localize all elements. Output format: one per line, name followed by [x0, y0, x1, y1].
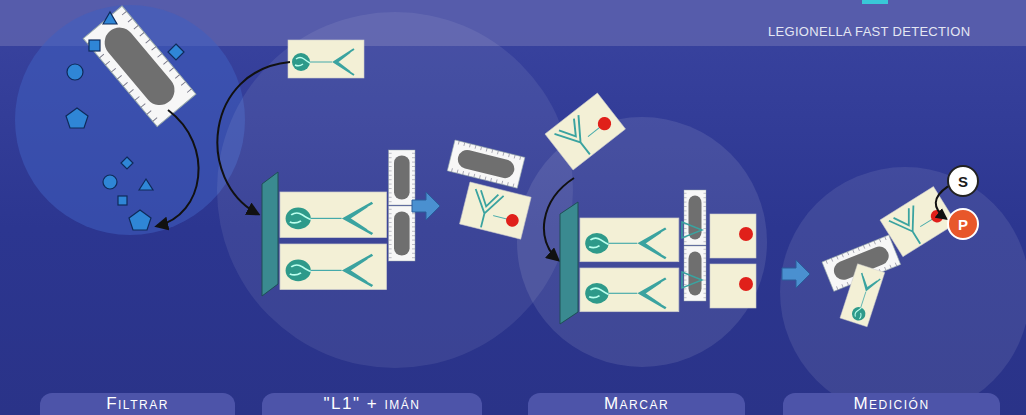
label-stage-part [682, 222, 702, 288]
stage-circles-part [780, 167, 1026, 415]
measure-stage-part [880, 187, 956, 257]
filter-stage-part-part [67, 64, 83, 80]
label-stage-part [710, 214, 756, 258]
filter-stage-part-part [118, 196, 127, 205]
step-label: Marcar [528, 393, 745, 415]
filter-stage [66, 6, 199, 230]
reaction-arrow [936, 186, 948, 218]
capture-stage-part [280, 192, 386, 238]
filter-stage-part-part [129, 210, 151, 230]
capture-stage-part [460, 182, 532, 239]
capture-stage-part [217, 62, 290, 214]
substrate-circle: S [947, 165, 979, 197]
label-stage-part [580, 268, 679, 312]
stage-circles-part [15, 5, 245, 235]
stage-circles-part [217, 12, 573, 368]
label-stage-part [580, 218, 679, 262]
step-label: Filtrar [40, 393, 235, 415]
filter-stage-part-part [103, 12, 117, 24]
node-text: P [958, 216, 968, 233]
filter-stage-part-part [103, 175, 117, 189]
filter-stage-part-part [139, 179, 153, 190]
label-stage-part [739, 277, 753, 291]
filter-stage-part-part [89, 40, 100, 51]
capture-stage-part [389, 150, 415, 205]
stage-circles [15, 5, 1026, 415]
filter-stage-part [66, 12, 184, 230]
label-stage-part [684, 190, 706, 245]
label-stage [544, 93, 810, 324]
filter-stage-part [83, 6, 196, 127]
step-label: "L1" + imán [262, 393, 482, 415]
step-label: Medición [783, 393, 1000, 415]
capture-stage-part [412, 192, 440, 220]
node-text: Medición [853, 394, 929, 414]
capture-stage-part [262, 172, 278, 296]
capture-stage-part [288, 40, 364, 78]
filter-stage-part-part [121, 157, 133, 169]
label-stage-part [739, 227, 753, 241]
node-text: Marcar [604, 394, 669, 414]
node-text: "L1" + imán [324, 394, 421, 414]
filter-stage-part-part [168, 44, 184, 60]
node-text: S [958, 173, 968, 190]
product-circle: P [947, 208, 979, 240]
logo-fragment [862, 0, 888, 4]
measure-stage-part [840, 264, 885, 327]
measure-stage [822, 187, 956, 327]
label-stage-part [545, 93, 625, 170]
filter-stage-part-part [66, 108, 88, 128]
capture-stage [217, 40, 531, 296]
capture-stage-part [447, 140, 525, 188]
label-stage-part [782, 260, 810, 288]
brand-label: LEGIONELLA FAST DETECTION [768, 24, 970, 39]
label-stage-part [710, 264, 756, 308]
capture-stage-part [280, 244, 386, 290]
stage-circles-part [517, 117, 767, 367]
node-text: Filtrar [106, 394, 169, 414]
filter-stage-part [157, 110, 199, 226]
label-stage-part [560, 202, 578, 324]
capture-stage-part [389, 206, 415, 261]
